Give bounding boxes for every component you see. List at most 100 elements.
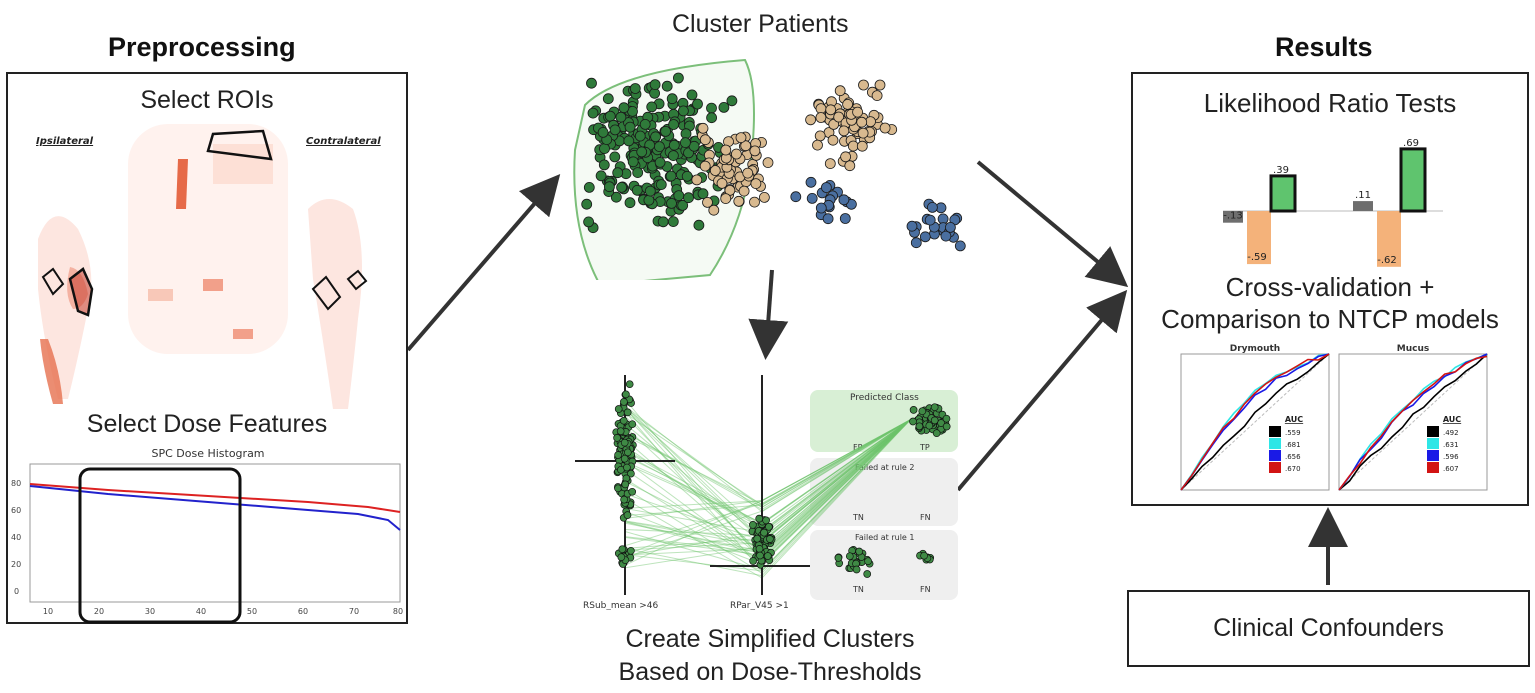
cv-title-line2: Comparison to NTCP models xyxy=(1161,304,1499,334)
roc-auc-value: .656 xyxy=(1285,453,1301,461)
simplified-link xyxy=(624,508,763,533)
simplified-link xyxy=(761,419,911,555)
cluster-point xyxy=(839,213,851,224)
roi-contour-right-small xyxy=(346,269,368,291)
cluster-point xyxy=(944,221,956,233)
cluster-point xyxy=(954,240,966,252)
roc-title: Drymouth xyxy=(1230,344,1280,354)
cluster-point xyxy=(825,104,837,116)
cluster-point xyxy=(660,126,671,137)
cluster-point xyxy=(634,130,646,142)
simplified-link xyxy=(624,531,763,571)
cluster-point xyxy=(718,102,730,113)
cluster-point xyxy=(598,159,610,171)
cluster-point xyxy=(822,213,834,225)
cluster-point xyxy=(646,101,658,113)
simplified-link xyxy=(761,419,911,502)
roc-legend-swatch xyxy=(1269,426,1281,437)
cluster-point xyxy=(609,124,621,136)
simplified-point xyxy=(614,451,622,459)
simplified-link xyxy=(624,503,763,547)
cluster-point xyxy=(673,72,684,84)
simplified-link xyxy=(624,520,763,547)
simplified-link xyxy=(624,407,763,560)
cluster-point xyxy=(655,179,667,191)
cluster-point xyxy=(926,201,938,213)
lrt-bar xyxy=(1223,211,1243,223)
simplified-link xyxy=(624,423,763,539)
cluster-point xyxy=(735,132,747,143)
roc-auc-value: .559 xyxy=(1285,429,1301,437)
cluster-point xyxy=(833,111,845,123)
roi-contour-left-small xyxy=(41,267,65,296)
simplified-link xyxy=(761,419,911,564)
lrt-bar xyxy=(1399,147,1427,213)
cluster-point xyxy=(842,99,854,110)
cluster-point xyxy=(597,127,609,138)
simplified-link xyxy=(624,415,763,557)
cluster-point xyxy=(616,181,627,193)
tn-label-rule2: TN xyxy=(852,513,864,522)
cluster-point xyxy=(657,216,669,228)
failed-rule1-label: Failed at rule 1 xyxy=(855,533,914,542)
fn-label-rule1: FN xyxy=(920,585,931,594)
svg-text:20: 20 xyxy=(11,560,21,569)
cluster-point xyxy=(702,196,713,208)
cluster-point xyxy=(673,190,685,202)
cluster-point xyxy=(749,145,761,157)
contralateral-slice xyxy=(308,199,368,409)
contralateral-label: Contralateral xyxy=(306,136,381,147)
simplified-link xyxy=(761,419,911,579)
simplified-point xyxy=(753,534,762,543)
failed-rule1-panel xyxy=(810,530,958,600)
simplified-point xyxy=(627,546,635,555)
cluster-point xyxy=(874,79,886,91)
simplified-point xyxy=(909,417,917,426)
simplified-link xyxy=(761,419,911,543)
simplified-point xyxy=(614,405,623,413)
lrt-bar-label: -.59 xyxy=(1247,252,1267,263)
roc-auc-title: AUC xyxy=(1443,415,1461,424)
simplified-link xyxy=(761,419,911,505)
simplified-link xyxy=(624,405,763,513)
cluster-point xyxy=(699,134,711,146)
simplified-link xyxy=(624,510,763,565)
simplified-point xyxy=(628,487,637,496)
simplified-link xyxy=(624,461,763,524)
lrt-bar-label: -.62 xyxy=(1377,255,1397,266)
roc-legend-swatch xyxy=(1269,462,1281,473)
histogram-x-ticks: 10 20 30 40 50 60 70 80 xyxy=(43,607,403,616)
simplified-link xyxy=(624,411,763,572)
roc-legend-swatch xyxy=(1269,438,1281,449)
simplified-point xyxy=(852,565,861,574)
roc-auc-value: .492 xyxy=(1443,429,1459,437)
simplified-link xyxy=(624,405,763,540)
simplified-link xyxy=(624,545,763,569)
rpar-axis-label: RPar_V45 >1 xyxy=(730,601,789,610)
svg-text:10: 10 xyxy=(43,607,53,616)
simplified-point xyxy=(623,511,632,519)
confounders-label: Clinical Confounders xyxy=(1213,614,1444,642)
simplified-link xyxy=(624,453,763,529)
simplified-link xyxy=(624,536,763,553)
cluster-point xyxy=(624,121,636,133)
simplified-link xyxy=(761,419,911,560)
simplified-link xyxy=(624,450,763,532)
simplified-point xyxy=(623,448,632,457)
cluster-point xyxy=(924,214,936,226)
simplified-link xyxy=(761,419,911,533)
simplified-point xyxy=(749,557,757,565)
dose-histogram: SPC Dose Histogram 80 60 40 20 0 10 20 3… xyxy=(11,447,403,624)
cluster-point xyxy=(805,176,817,188)
cluster-point xyxy=(750,178,762,190)
cluster-point xyxy=(649,79,661,90)
cluster-point xyxy=(815,202,827,214)
roc-diagonal xyxy=(1180,353,1330,491)
simplified-link xyxy=(624,487,763,574)
simplified-link xyxy=(624,548,763,577)
simplified-caption: Create Simplified Clusters Based on Dose… xyxy=(560,623,980,689)
histogram-title: SPC Dose Histogram xyxy=(151,447,264,460)
cluster-point xyxy=(650,131,661,143)
simplified-lines xyxy=(624,399,911,579)
